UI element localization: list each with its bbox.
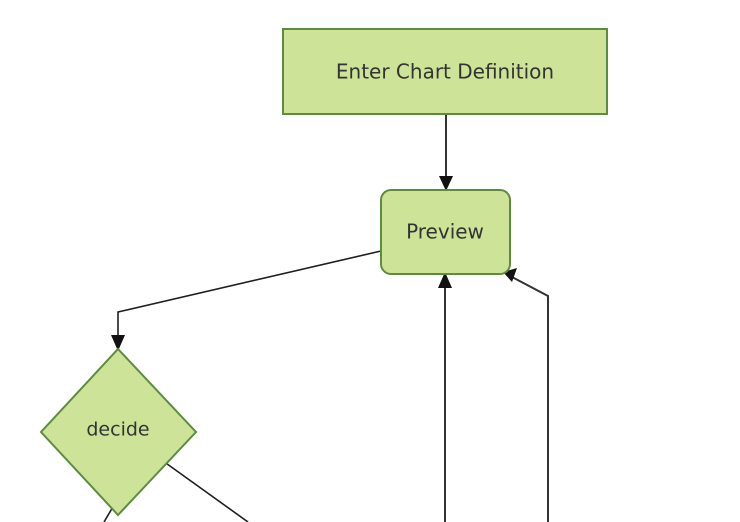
node-enter-chart-definition[interactable]: Enter Chart Definition	[282, 28, 608, 115]
edge-return-right-to-preview	[503, 268, 549, 522]
edge-decide-to-bottom-right	[162, 460, 249, 522]
edge-enter-to-preview-arrowhead	[439, 176, 453, 191]
edge-return-center-arrowhead	[438, 272, 452, 288]
edge-decide-to-bottom-right-line	[162, 460, 249, 522]
node-preview-shape[interactable]	[380, 189, 511, 275]
edge-return-right-line	[511, 276, 549, 522]
edge-preview-to-decide-line	[117, 250, 382, 341]
node-preview[interactable]: Preview	[380, 189, 511, 275]
edge-preview-to-decide-arrowhead	[111, 335, 125, 351]
node-decide-shape[interactable]	[39, 347, 198, 517]
node-decide[interactable]: decide	[39, 347, 198, 517]
node-enter-chart-definition-shape[interactable]	[282, 28, 608, 115]
edge-preview-to-decide	[111, 250, 382, 351]
edge-enter-to-preview	[439, 114, 453, 191]
edge-return-center-to-preview	[438, 272, 452, 522]
